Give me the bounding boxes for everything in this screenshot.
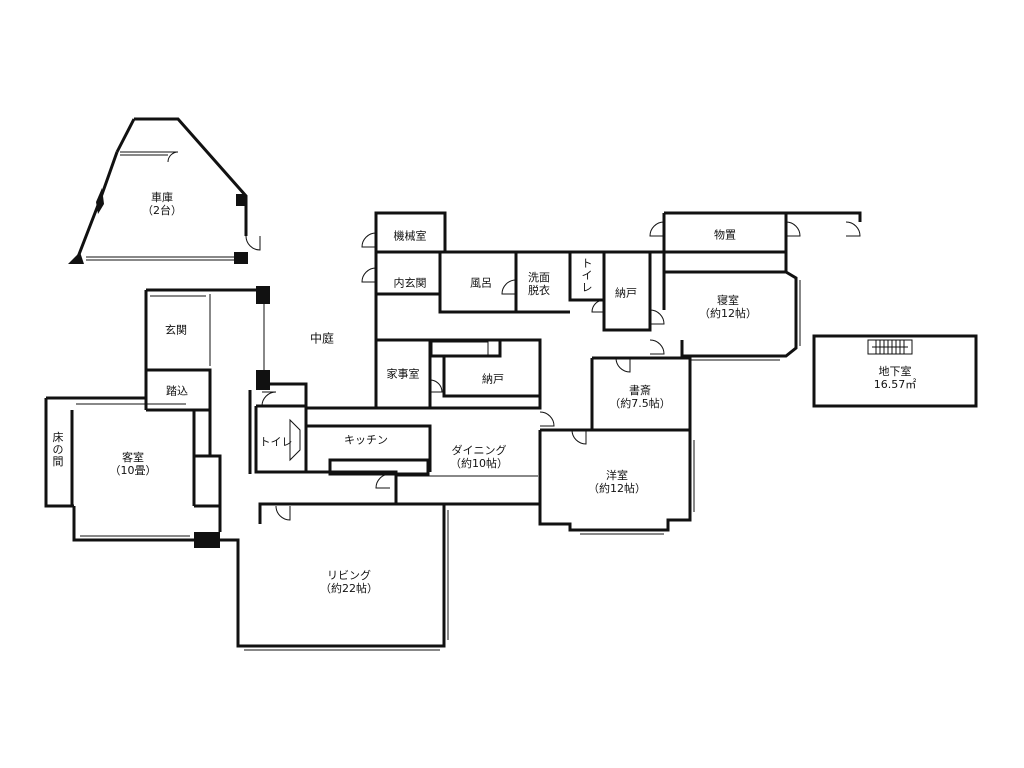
bedroom-walls — [649, 270, 801, 361]
guest-room-label: 客室（10畳） — [110, 451, 157, 477]
toilet-2-walls — [254, 382, 308, 474]
guest-room-name: 客室 — [122, 451, 144, 464]
garage-walls — [68, 117, 261, 264]
step-in-label: 踏込 — [166, 384, 188, 398]
bedroom-name: 寝室 — [717, 294, 739, 307]
garage-label: 車庫（2台） — [142, 191, 182, 217]
basement-stair-ticks — [875, 340, 905, 354]
study-label: 書斎（約7.5帖） — [609, 384, 671, 410]
toilet-1-label: トイレ — [581, 257, 593, 294]
western-room-name: 洋室 — [606, 469, 628, 482]
study-name: 書斎 — [629, 384, 651, 397]
closet-1-label: 納戸 — [615, 286, 637, 300]
housework-walls — [374, 338, 542, 410]
toilet-2-label: トイレ — [259, 435, 293, 449]
tokonoma-label: 床の間 — [52, 431, 64, 468]
guest-room-sub: （10畳） — [109, 464, 157, 477]
garage-name: 車庫 — [151, 191, 173, 204]
basement-sub: 16.57㎡ — [873, 378, 917, 391]
basement-name: 地下室 — [878, 365, 912, 378]
washroom-label: 洗面 脱衣 — [528, 271, 550, 297]
garage-sub: （2台） — [142, 204, 182, 217]
bath-label: 風呂 — [470, 276, 492, 290]
living-label: リビング（約22帖） — [320, 569, 378, 595]
living-walls — [220, 502, 449, 651]
north-wing-walls — [361, 211, 862, 274]
basement-walls — [812, 334, 978, 408]
dining-name: ダイニング — [451, 444, 507, 457]
western-room-label: 洋室（約12帖） — [588, 469, 646, 495]
machine-room-label: 機械室 — [393, 229, 427, 243]
western-room-sub: （約12帖） — [588, 482, 646, 495]
dining-label: ダイニング（約10帖） — [450, 444, 508, 470]
kitchen-label: キッチン — [344, 433, 388, 447]
entrance-walls — [144, 286, 270, 474]
closet-2-label: 納戸 — [482, 372, 504, 386]
courtyard-label: 中庭 — [309, 331, 335, 346]
living-name: リビング — [327, 569, 371, 582]
dining-sub: （約10帖） — [450, 457, 508, 470]
storage-label: 物置 — [714, 228, 736, 242]
housework-label: 家事室 — [386, 367, 420, 381]
bedroom-label: 寝室（約12帖） — [699, 294, 757, 320]
entrance-label: 玄関 — [165, 323, 187, 337]
living-sub: （約22帖） — [320, 582, 378, 595]
inner-entry-label: 内玄関 — [393, 276, 427, 290]
bedroom-sub: （約12帖） — [699, 307, 757, 320]
utility-block-walls — [361, 252, 665, 340]
western-room-walls — [538, 411, 695, 535]
guest-room-walls — [44, 396, 222, 548]
study-sub: （約7.5帖） — [609, 397, 671, 410]
